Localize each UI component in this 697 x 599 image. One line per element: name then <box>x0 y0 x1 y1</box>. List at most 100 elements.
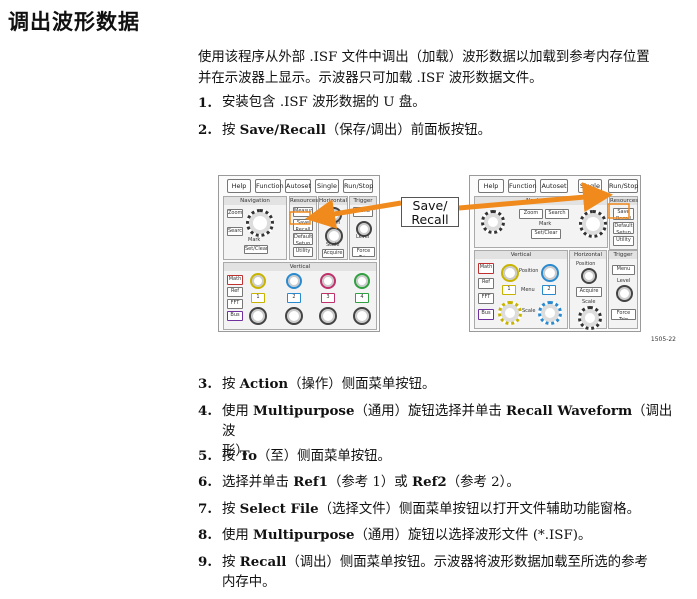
horizontal-scale-label: Scale <box>582 299 596 305</box>
front-panel-figure: Help Function Autoset Single Run/Stop Na… <box>218 170 678 355</box>
step-number: 9. <box>198 554 212 570</box>
utility-button: Utility <box>293 247 313 257</box>
ch1-button: 1 <box>502 285 516 295</box>
function-button: Function <box>508 179 537 193</box>
ch1-button: 1 <box>251 293 265 303</box>
ch4-scale-knob-icon <box>353 307 371 325</box>
trigger-level-knob-icon <box>616 285 633 302</box>
horizontal-position-knob-icon <box>581 268 597 284</box>
ch2-position-knob-icon <box>286 273 302 289</box>
ch1-position-knob-icon <box>250 273 266 289</box>
step-keyword: Action <box>239 376 289 392</box>
section-label: Trigger <box>609 251 637 259</box>
step-number: 2. <box>198 122 212 138</box>
horizontal-section: Horizontal Position Acquire Scale <box>569 250 607 330</box>
intro-line-2: 并在示波器上显示。示波器只可加载 .ISF 波形数据文件。 <box>198 71 543 86</box>
horizontal-position-label: Position <box>576 261 596 267</box>
step-keyword: Recall <box>239 554 287 570</box>
step-number: 1. <box>198 95 212 111</box>
step-6: 6. 选择并单击 Ref1（参考 1）或 Ref2（参考 2）。 <box>198 472 678 493</box>
default-setup-button: Default Setup <box>613 222 634 234</box>
step-number: 3. <box>198 376 212 392</box>
step-text: 选择并单击 <box>222 475 294 490</box>
single-button: Single <box>315 179 339 193</box>
bus-button: Bus <box>227 311 243 321</box>
step-5: 5. 按 To（至）侧面菜单按钮。 <box>198 446 678 467</box>
step-text: 按 <box>222 555 240 570</box>
step-3: 3. 按 Action（操作）侧面菜单按钮。 <box>198 374 678 395</box>
step-2: 2. 按 Save/Recall（保存/调出）前面板按钮。 <box>198 120 678 141</box>
arrows-icon <box>289 182 630 229</box>
fft-button: FFT <box>227 299 243 309</box>
step-text: 安装包含 .ISF 波形数据的 U 盘。 <box>222 95 426 110</box>
ch3-button: 3 <box>321 293 335 303</box>
vertical-menu-label: Menu <box>521 287 535 293</box>
step-text: （调出波 <box>222 404 673 439</box>
autoset-button: Autoset <box>285 179 311 193</box>
horizontal-scale-knob-icon <box>578 306 602 330</box>
callout-line-1: Save/ <box>412 198 448 213</box>
step-text: 按 <box>222 377 240 392</box>
step-8: 8. 使用 Multipurpose（通用）旋钮以选择波形文件 (*.ISF)。 <box>198 525 678 546</box>
callout-line-2: Recall <box>411 212 449 227</box>
bus-button: Bus <box>478 309 494 320</box>
section-label: Resources <box>610 197 639 205</box>
trigger-menu-button: Menu <box>612 265 635 275</box>
step-number: 5. <box>198 448 212 464</box>
step-number: 7. <box>198 501 212 517</box>
help-button: Help <box>227 179 251 193</box>
step-number: 6. <box>198 474 212 490</box>
step-keyword: Save/Recall <box>239 122 326 138</box>
step-keyword: Select File <box>239 501 319 517</box>
autoset-button: Autoset <box>540 179 568 193</box>
ch4-position-knob-icon <box>354 273 370 289</box>
step-text: （至）侧面菜单按钮。 <box>257 449 391 464</box>
pan-knob-icon <box>579 210 607 238</box>
set-clear-button: Set/Clear <box>244 245 268 254</box>
function-button: Function <box>255 179 284 193</box>
step-text: （通用）旋钮以选择波形文件 (*.ISF)。 <box>354 528 592 543</box>
step-text: （调出）侧面菜单按钮。示波器将波形数据加载至所选的参考 <box>286 555 648 570</box>
vertical-section: Vertical Math Ref FFT Bus Position 1 Men… <box>474 250 568 329</box>
step-text: （保存/调出）前面板按钮。 <box>325 123 492 138</box>
ch2-scale-knob-icon <box>538 301 562 325</box>
trigger-section: Trigger Menu Level Force Trig <box>608 250 638 329</box>
vertical-position-label: Position <box>519 268 539 274</box>
ref-button: Ref <box>227 287 243 297</box>
step-text: 按 <box>222 502 240 517</box>
acquire-button: Acquire <box>576 287 602 297</box>
acquire-button: Acquire <box>322 249 344 258</box>
ch1-scale-knob-icon <box>498 301 522 325</box>
section-label: Vertical <box>224 263 376 271</box>
intro-paragraph: 使用该程序从外部 .ISF 文件中调出（加载）波形数据以加载到参考内存位置 并在… <box>198 47 678 89</box>
step-text: 形）。 <box>222 444 256 459</box>
step-text: 内存中。 <box>222 575 276 590</box>
step-keyword: Ref1 <box>293 474 328 490</box>
vertical-scale-label: Scale <box>522 308 536 314</box>
step-text: 按 <box>222 449 240 464</box>
ch3-scale-knob-icon <box>319 307 337 325</box>
section-label: Trigger <box>350 197 376 205</box>
section-label: Resources <box>290 197 319 205</box>
multipurpose-knob-icon <box>246 209 274 237</box>
section-label: Horizontal <box>570 251 606 259</box>
ch2-button: 2 <box>287 293 301 303</box>
section-label: Navigation <box>224 197 286 205</box>
zoom-button: Zoom <box>227 209 243 218</box>
search-button: Search <box>227 227 243 236</box>
save-recall-callout: Save/ Recall <box>401 197 459 227</box>
force-trig-button: Force Trig <box>611 309 636 320</box>
step-keyword: Recall Waveform <box>506 403 633 419</box>
mark-label: Mark <box>248 237 261 243</box>
fft-button: FFT <box>478 293 494 304</box>
step-keyword: To <box>239 448 258 464</box>
step-number: 8. <box>198 527 212 543</box>
ref-button: Ref <box>478 278 494 289</box>
step-keyword: Ref2 <box>411 474 447 490</box>
search-button: Search <box>545 209 569 219</box>
utility-button: Utility <box>613 236 634 246</box>
step-7: 7. 按 Select File（选择文件）侧面菜单按钮以打开文件辅助功能窗格。 <box>198 499 678 520</box>
ch3-position-knob-icon <box>320 273 336 289</box>
page-title: 调出波形数据 <box>8 10 140 34</box>
section-label: Vertical <box>475 251 567 259</box>
